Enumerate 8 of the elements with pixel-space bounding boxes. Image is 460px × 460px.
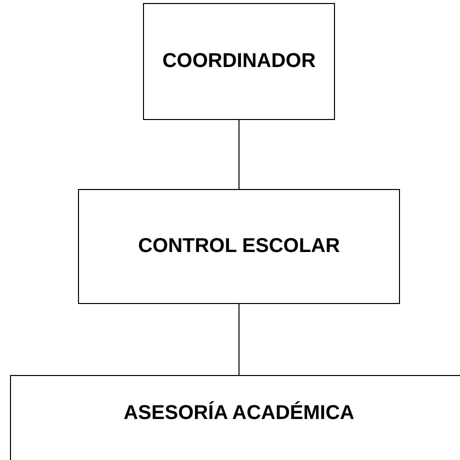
box-title: CONTROL ESCOLAR xyxy=(138,235,340,258)
connector-line xyxy=(238,120,240,190)
org-box xyxy=(78,189,400,304)
connector-line xyxy=(238,304,240,376)
box-title: COORDINADOR xyxy=(162,50,316,73)
org-box xyxy=(10,375,460,460)
org-box xyxy=(143,3,335,120)
box-title: ASESORÍA ACADÉMICA xyxy=(124,402,354,425)
